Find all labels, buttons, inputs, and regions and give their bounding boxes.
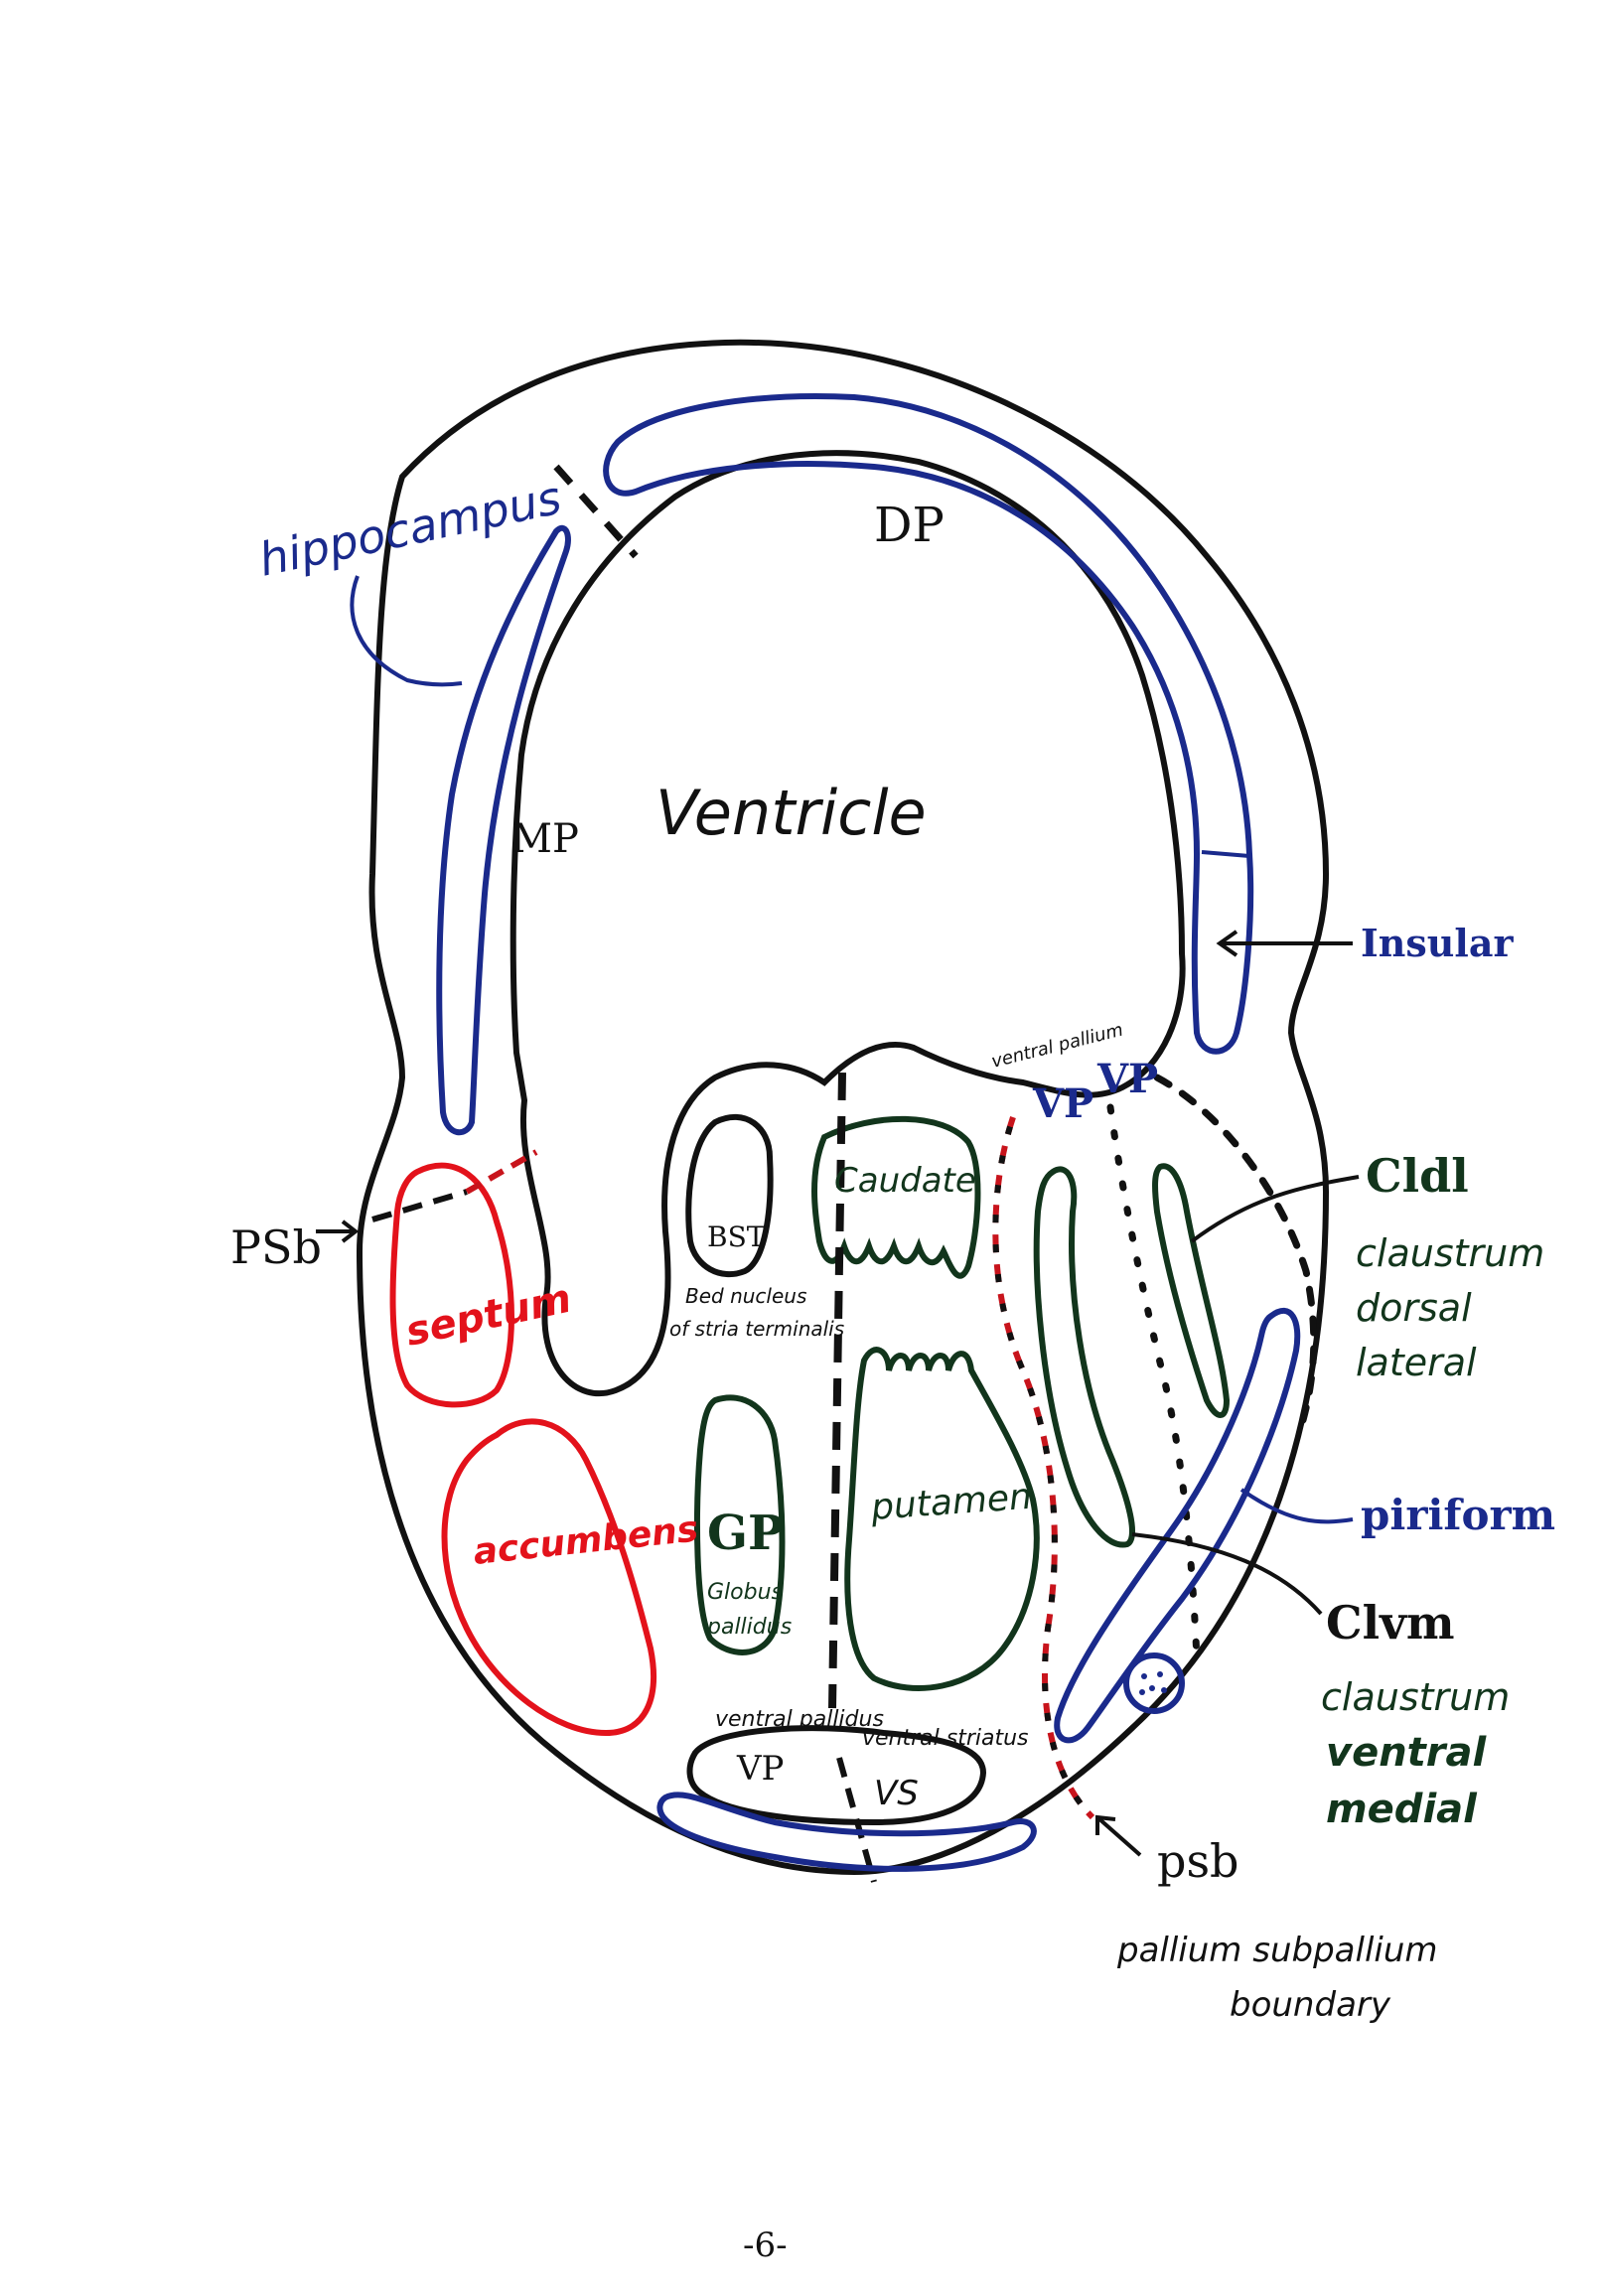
label-cldl-full-1: claustrum (1356, 1231, 1544, 1275)
piriform-pointer (1239, 1488, 1354, 1524)
hippocampus-pointer (350, 575, 463, 687)
label-cldl-full-2: dorsal (1356, 1286, 1472, 1330)
psb-right-line-red (992, 1116, 1095, 1820)
putamen-shape (844, 1347, 1040, 1691)
psb-left-line-black (371, 1189, 468, 1222)
ventricle-outline (509, 450, 1186, 1397)
cldl-pointer (1190, 1175, 1360, 1243)
cldl-shape (1152, 1163, 1231, 1418)
label-vp-2: VP (1096, 1056, 1158, 1102)
label-ventricle: Ventricle (655, 777, 927, 849)
label-vp-1: VP (1032, 1080, 1093, 1127)
label-bst: BST (707, 1220, 766, 1253)
label-bst-full-1: Bed nucleus (685, 1284, 806, 1308)
label-insular: Insular (1361, 921, 1514, 965)
label-hippocampus: hippocampus (254, 471, 566, 587)
mp-dp-boundary (553, 464, 639, 559)
psb-left-arrowhead (341, 1220, 360, 1243)
dorsal-pallium-band (603, 393, 1254, 1055)
label-psb-right: psb (1157, 1834, 1239, 1888)
label-clvm-full-2: ventral (1326, 1730, 1488, 1776)
label-caudate: Caudate (834, 1161, 976, 1201)
label-vs: VS (874, 1774, 919, 1813)
label-cldl: Cldl (1366, 1149, 1469, 1203)
label-cldl-full-3: lateral (1356, 1341, 1477, 1384)
label-gp-full-1: Globus (707, 1580, 783, 1605)
label-psb-full-2: boundary (1230, 1985, 1391, 2025)
label-clvm: Clvm (1326, 1596, 1455, 1650)
insular-arrowhead (1216, 930, 1238, 957)
psb-left-line-red (465, 1149, 538, 1195)
label-ventral-pallidus: ventral pallidus (715, 1707, 884, 1732)
bst-shape (685, 1114, 774, 1278)
bottom-blue-band (656, 1792, 1037, 1872)
label-clvm-full-1: claustrum (1321, 1675, 1510, 1719)
label-ventral-striatus: ventral striatus (862, 1726, 1029, 1751)
psb-right-arrowhead (1095, 1814, 1116, 1835)
piriform-circle (1123, 1652, 1185, 1714)
label-bst-full-2: of stria terminalis (669, 1317, 844, 1341)
septum-shape (389, 1162, 514, 1408)
dotted-boundary-outer (1153, 1074, 1318, 1424)
dotted-boundary-inner (1106, 1103, 1201, 1662)
piriform-shape (1054, 1307, 1301, 1744)
label-vp-bottom: VP (736, 1749, 784, 1789)
label-gp-full-2: pallidus (706, 1615, 792, 1640)
label-gp: GP (707, 1506, 784, 1561)
label-mp: MP (511, 816, 579, 862)
gp-shape (694, 1394, 786, 1655)
hippocampus-shape (436, 524, 571, 1136)
label-piriform: piriform (1361, 1491, 1555, 1539)
piriform-circle-dots (1139, 1671, 1167, 1695)
clvm-pointer (1131, 1532, 1323, 1616)
page-number: -6- (743, 2225, 788, 2265)
label-psb-left: PSb (230, 1220, 322, 1274)
label-dp: DP (874, 498, 945, 553)
psb-right-line-black (992, 1116, 1095, 1820)
label-clvm-full-3: medial (1326, 1787, 1478, 1832)
accumbens-shape (441, 1418, 656, 1737)
caudate-shape (811, 1115, 981, 1279)
psb-right-pointer (1095, 1815, 1142, 1857)
insular-divider (1201, 850, 1250, 858)
label-putamen: putamen (869, 1477, 1033, 1528)
striatal-divider-dashed (828, 1072, 846, 1709)
label-accumbens: accumbens (472, 1508, 700, 1573)
label-psb-full-1: pallium subpallium (1116, 1931, 1438, 1970)
clvm-shape (1033, 1166, 1135, 1548)
brain-outline (356, 339, 1330, 1876)
ventral-pallidus-vs-shape (686, 1725, 987, 1826)
